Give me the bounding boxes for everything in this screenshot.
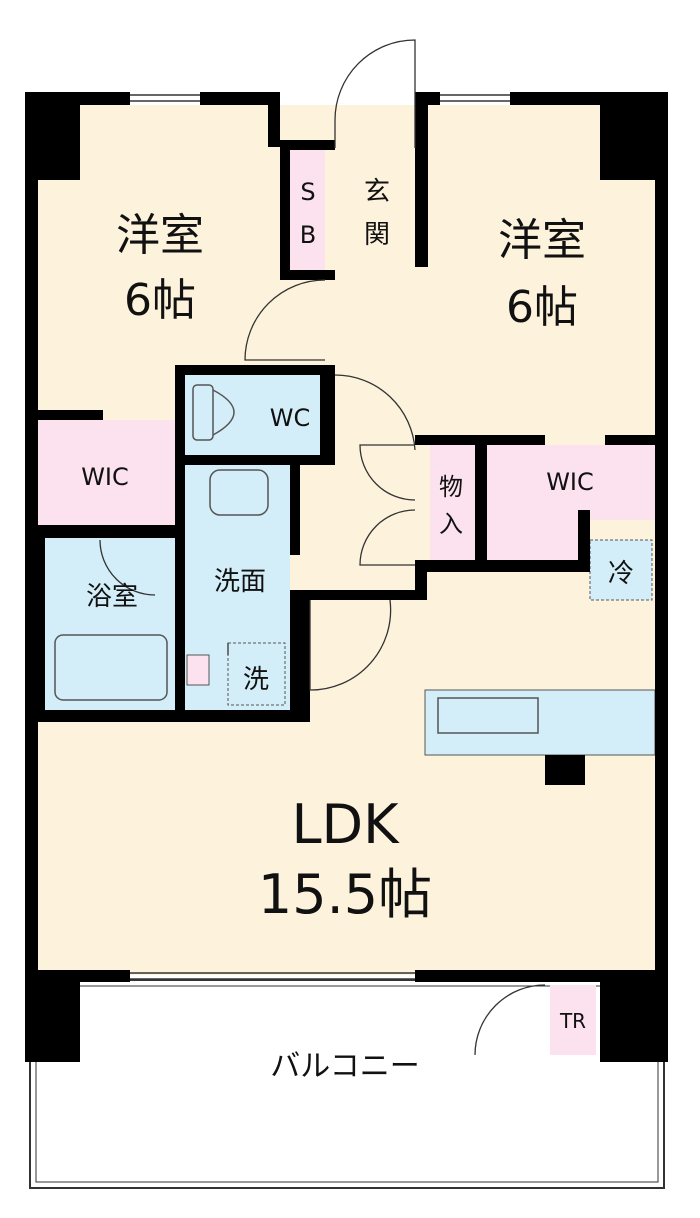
wc-label: WC (270, 404, 311, 432)
entrance-label-2: 関 (364, 220, 390, 250)
room-name: 洋室 (116, 210, 204, 261)
shoe-box-area (290, 148, 325, 272)
trunk-room-area (550, 985, 596, 1055)
sink (209, 469, 269, 516)
entrance-label: 玄 (364, 177, 390, 207)
bathroom-label: 浴室 (86, 582, 138, 612)
closet-label: 物 (439, 473, 463, 501)
room-size: 6帖 (506, 282, 578, 333)
wc-area (185, 375, 320, 455)
shoe-box-label: S (300, 178, 315, 206)
wic-left-label: WIC (81, 463, 129, 491)
wic-left-area (38, 420, 175, 525)
shoe-box-label-2: B (300, 221, 316, 249)
closet-area (430, 445, 475, 560)
ldk-name: LDK (291, 793, 400, 856)
fridge-space (589, 539, 653, 601)
wic-right-label: WIC (546, 468, 594, 496)
fridge-label: 冷 (608, 559, 634, 589)
room-name: 洋室 (498, 215, 586, 266)
bathtub (54, 634, 168, 701)
washroom-label: 洗面 (214, 567, 266, 597)
doors (99, 39, 546, 1056)
room-size: 6帖 (124, 275, 196, 326)
washer-space (227, 642, 286, 706)
washer-label: 洗 (243, 665, 269, 695)
toilet (192, 384, 214, 441)
ldk-size: 15.5帖 (258, 863, 432, 926)
walls (25, 92, 668, 1062)
closet-label-2: 入 (439, 510, 463, 538)
windows (130, 94, 510, 980)
western-room-right: 洋室 6帖 (498, 215, 586, 333)
balcony-label: バルコニー (270, 1049, 419, 1084)
western-room-left: 洋室 6帖 (116, 210, 204, 326)
trunk-room-label: TR (559, 1009, 586, 1033)
